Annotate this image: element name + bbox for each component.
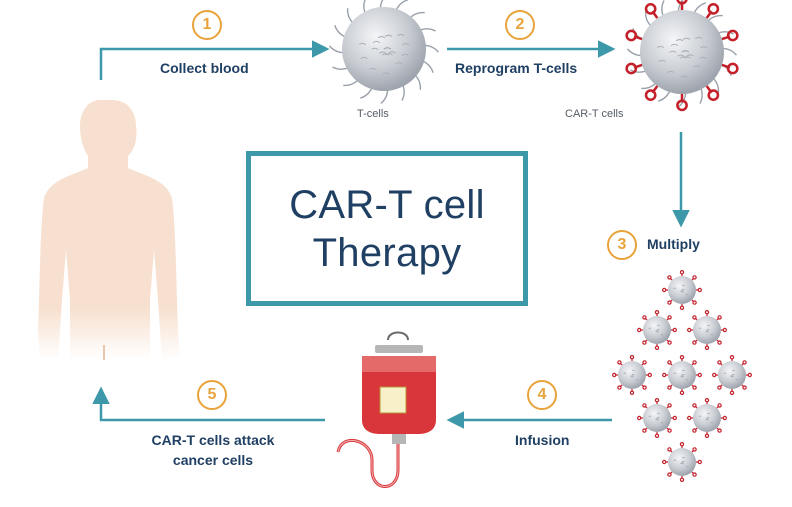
iv-bag-icon (336, 331, 436, 488)
t-cell-icon (328, 0, 440, 105)
t-cells-label: T-cells (357, 108, 389, 120)
human-body-silhouette (38, 100, 180, 360)
step-3-number: 3 (607, 230, 637, 260)
step-1-number: 1 (192, 10, 222, 40)
title-line-1: CAR-T cell (289, 182, 485, 227)
multiplied-cells-icon (612, 270, 752, 482)
step-1-label: Collect blood (160, 60, 249, 76)
step-5-number: 5 (197, 380, 227, 410)
car-t-cells-label: CAR-T cells (565, 108, 624, 120)
title-box: CAR-T cell Therapy (246, 151, 528, 306)
step-5-label-line-2: cancer cells (172, 452, 254, 468)
step-3-label: Multiply (647, 236, 700, 252)
car-t-cell-icon (625, 0, 739, 112)
step-4-number: 4 (527, 380, 557, 410)
title-line-2: Therapy (312, 230, 462, 275)
step-2-label: Reprogram T-cells (455, 60, 578, 76)
step-2-number: 2 (505, 10, 535, 40)
arrow-collect (99, 40, 330, 80)
step-4-label: Infusion (515, 432, 570, 448)
arrow-attack (92, 386, 325, 422)
step-5-label-line-1: CAR-T cells attack (151, 432, 275, 448)
